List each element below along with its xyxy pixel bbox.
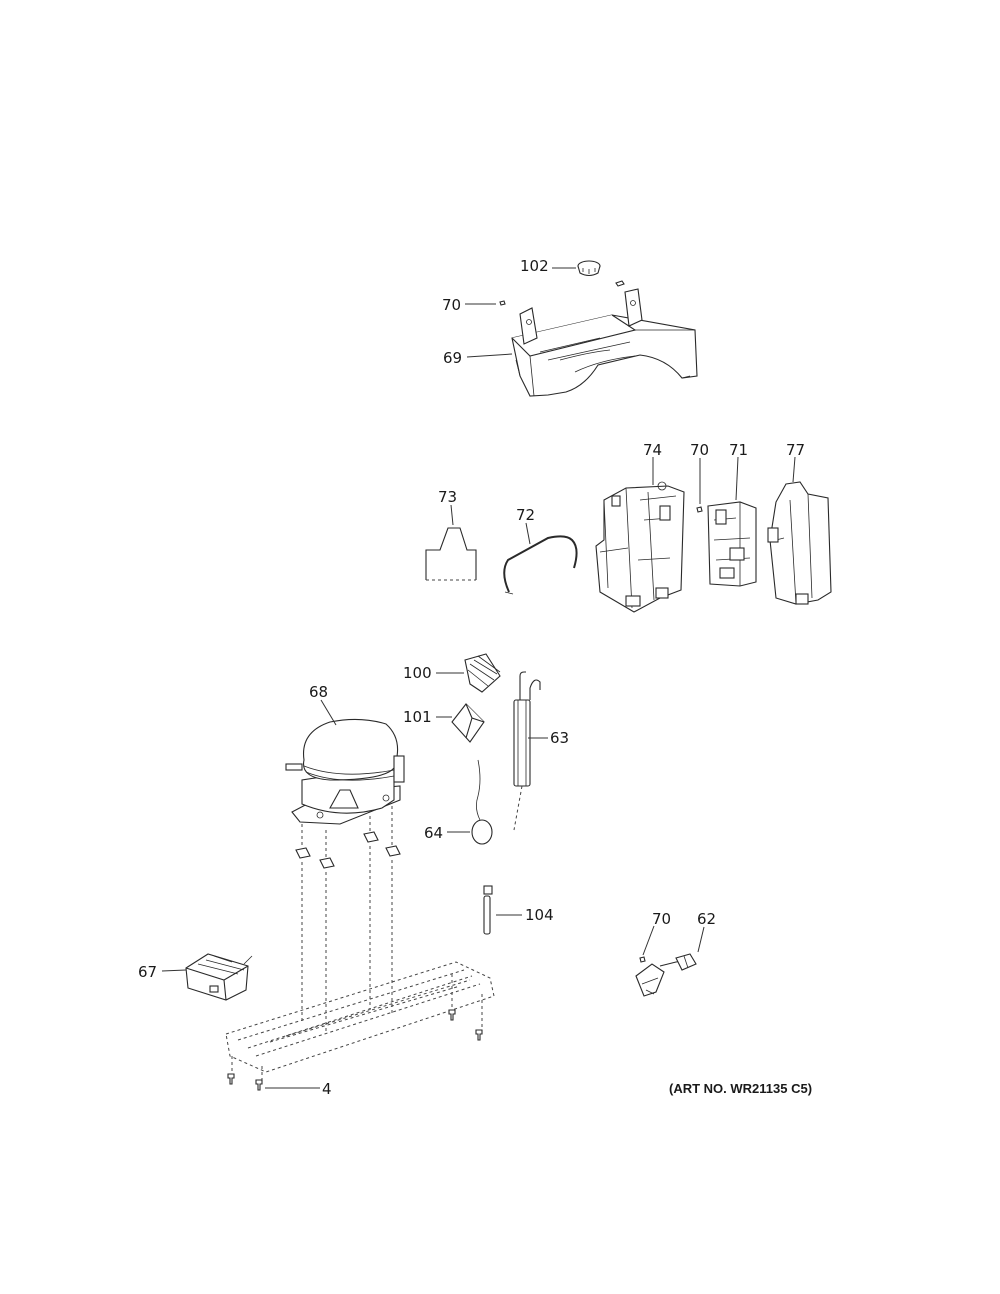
part-67-box[interactable]	[185, 953, 253, 1001]
part-70-screw-bottom[interactable]	[639, 956, 646, 963]
callout-74: 74	[643, 441, 662, 459]
part-72-wire[interactable]	[503, 535, 578, 595]
part-77-cover[interactable]	[767, 481, 832, 605]
part-70-screw-mid[interactable]	[696, 506, 703, 513]
callout-73: 73	[438, 488, 457, 506]
callout-69: 69	[443, 349, 462, 367]
mount-grommets[interactable]	[295, 831, 401, 869]
callout-70-bottom: 70	[652, 910, 671, 928]
leader-71	[735, 456, 739, 501]
callout-63: 63	[550, 729, 569, 747]
part-100-grommet[interactable]	[464, 653, 501, 693]
part-104-tube[interactable]	[483, 885, 493, 935]
base-pan[interactable]	[225, 961, 495, 1080]
leader-68	[320, 699, 337, 726]
leader-62	[697, 926, 705, 953]
callout-72: 72	[516, 506, 535, 524]
part-71-relay[interactable]	[707, 501, 757, 587]
callout-70-top: 70	[442, 296, 461, 314]
leader-73	[450, 504, 454, 526]
callout-4: 4	[322, 1080, 332, 1098]
part-62-power-cord[interactable]	[635, 953, 697, 997]
mount-dashed-lines	[301, 806, 393, 1034]
part-68-compressor[interactable]	[285, 718, 405, 825]
callout-62: 62	[697, 910, 716, 928]
callout-104: 104	[525, 906, 554, 924]
part-70-screw-top[interactable]	[499, 300, 506, 306]
part-69-tray[interactable]	[511, 288, 698, 397]
part-63-drier[interactable]	[513, 671, 541, 831]
part-4-screws[interactable]	[227, 1009, 483, 1091]
callout-100: 100	[403, 664, 432, 682]
callout-101: 101	[403, 708, 432, 726]
leader-70-bottom	[642, 925, 655, 956]
callout-102: 102	[520, 257, 549, 275]
part-102-cap[interactable]	[577, 260, 601, 277]
callout-67: 67	[138, 963, 157, 981]
art-number: (ART NO. WR21135 C5)	[669, 1081, 812, 1096]
callout-70-mid: 70	[690, 441, 709, 459]
callout-68: 68	[309, 683, 328, 701]
leader-69	[466, 353, 513, 358]
part-screw-small[interactable]	[615, 280, 625, 287]
callout-71: 71	[729, 441, 748, 459]
part-101-overload[interactable]	[451, 703, 485, 743]
part-64-bulb[interactable]	[471, 759, 493, 845]
callout-64: 64	[424, 824, 443, 842]
leader-77	[792, 456, 796, 483]
part-73-insulation[interactable]	[425, 527, 477, 581]
leader-72	[525, 522, 531, 545]
leader-67	[161, 969, 187, 972]
part-74-bracket[interactable]	[595, 481, 685, 613]
callout-77: 77	[786, 441, 805, 459]
